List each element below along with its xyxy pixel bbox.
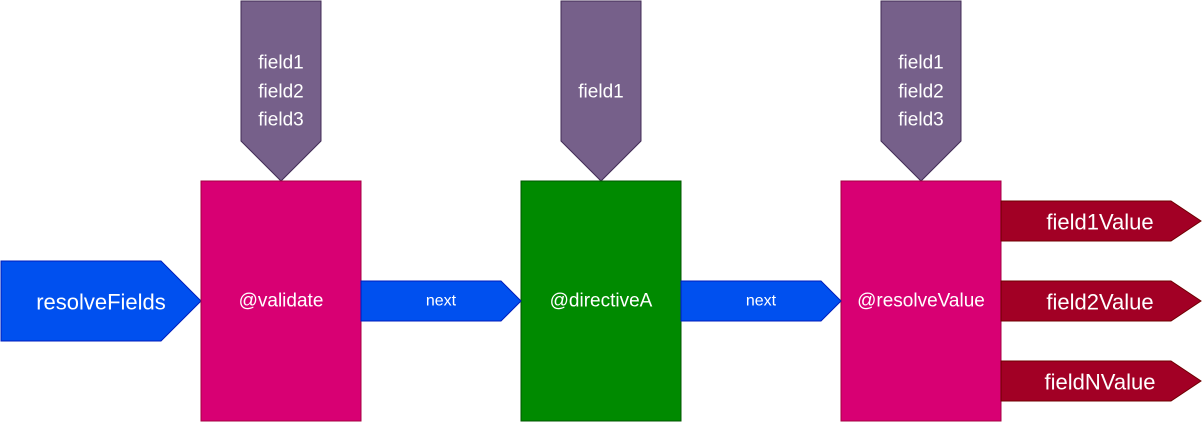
directive-box-validate-label: @validate bbox=[239, 291, 324, 312]
field-tag-validate-line-1: field1 bbox=[258, 53, 303, 74]
field-tag-resolve-value: field1 field2 field3 bbox=[880, 0, 962, 182]
next-connector-1-label: next bbox=[426, 293, 457, 310]
field-tag-directive-a: field1 bbox=[560, 0, 642, 182]
directive-box-resolve-value: @resolveValue bbox=[840, 180, 1002, 422]
output-arrow-field1-value: field1Value bbox=[1000, 200, 1202, 242]
directive-box-directive-a-label: @directiveA bbox=[550, 291, 653, 312]
field-tag-validate-line-3: field3 bbox=[258, 110, 303, 131]
input-arrow: resolveFields bbox=[0, 260, 202, 342]
field-tag-resolve-value-line-3: field3 bbox=[898, 110, 943, 131]
next-connector-2-label: next bbox=[746, 293, 777, 310]
output-arrow-fieldn-value: fieldNValue bbox=[1000, 360, 1202, 402]
input-arrow-label: resolveFields bbox=[36, 290, 166, 315]
output-arrow-field2-value: field2Value bbox=[1000, 280, 1202, 322]
field-tag-resolve-value-line-2: field2 bbox=[898, 82, 943, 103]
directive-box-directive-a: @directiveA bbox=[520, 180, 682, 422]
output-arrow-field2-value-label: field2Value bbox=[1046, 290, 1153, 315]
field-tag-directive-a-line-1: field1 bbox=[578, 82, 623, 103]
output-arrow-field1-value-label: field1Value bbox=[1046, 210, 1153, 235]
directive-box-resolve-value-label: @resolveValue bbox=[857, 291, 985, 312]
next-connector-2: next bbox=[680, 280, 842, 322]
directive-box-validate: @validate bbox=[200, 180, 362, 422]
output-arrow-fieldn-value-label: fieldNValue bbox=[1045, 370, 1156, 395]
field-tag-resolve-value-line-1: field1 bbox=[898, 53, 943, 74]
field-tag-validate-line-2: field2 bbox=[258, 82, 303, 103]
next-connector-1: next bbox=[360, 280, 522, 322]
field-tag-validate: field1 field2 field3 bbox=[240, 0, 322, 182]
